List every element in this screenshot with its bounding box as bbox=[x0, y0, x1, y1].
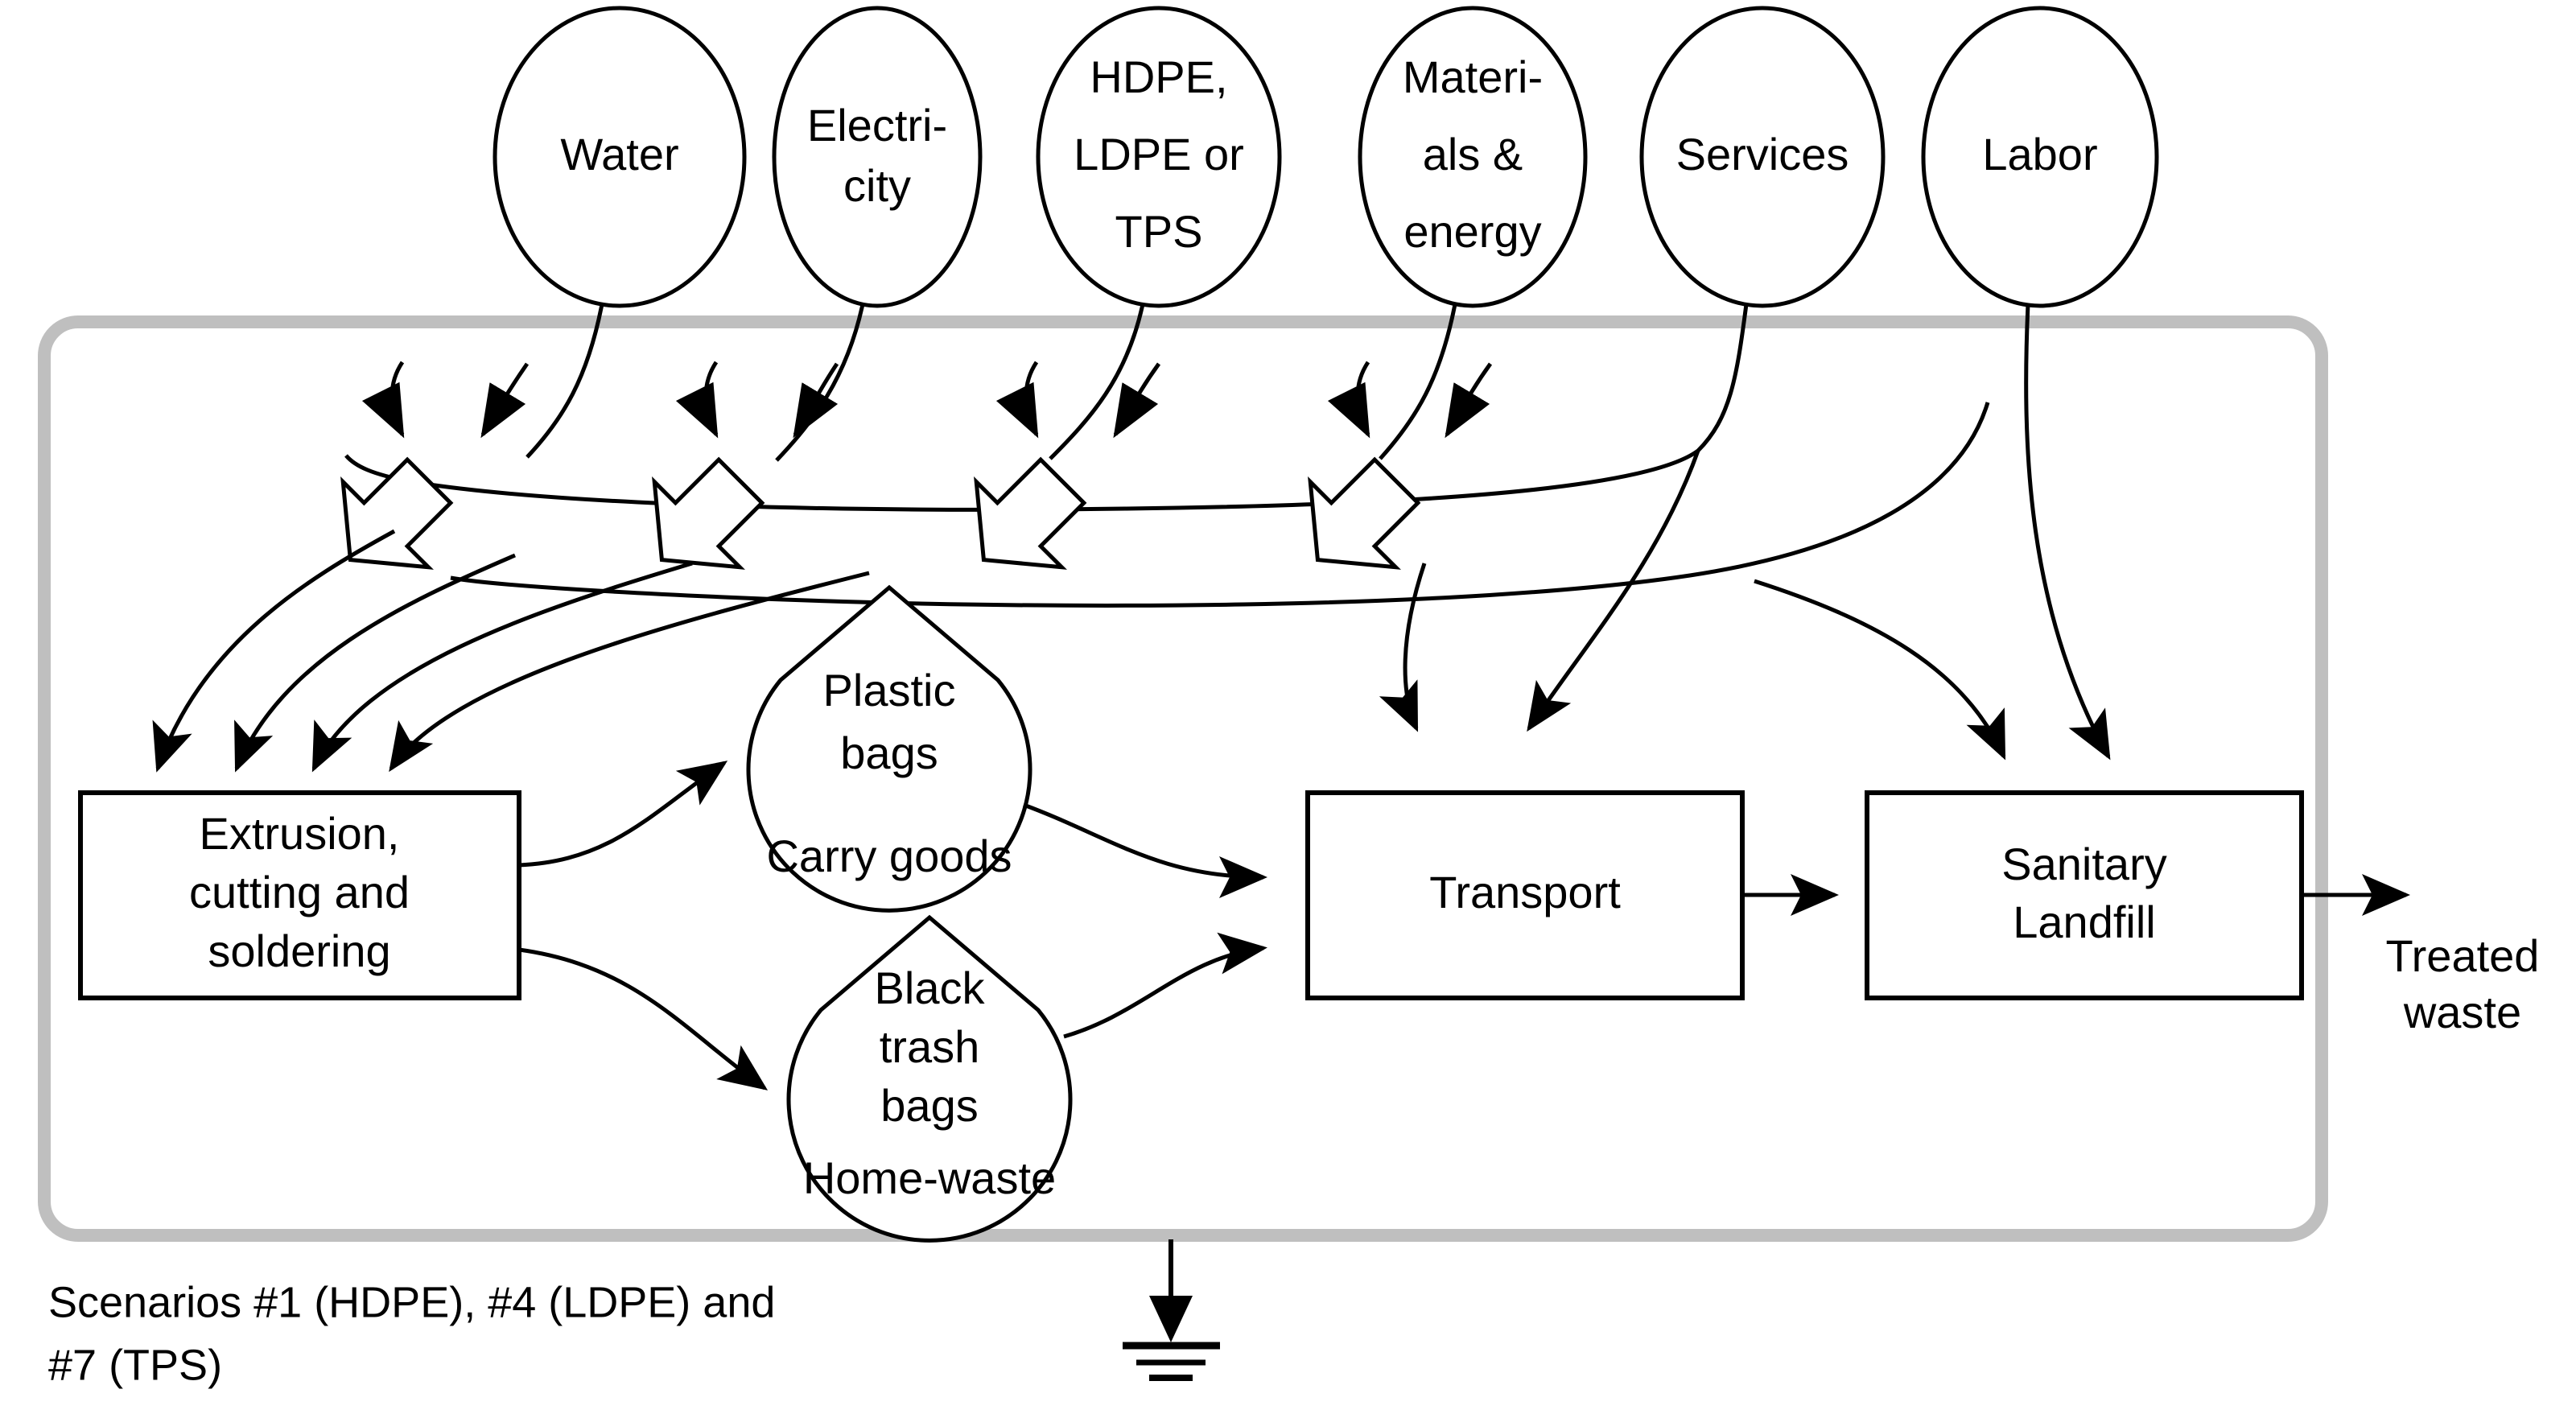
feedline-polymer bbox=[1049, 303, 1145, 460]
product-label-trash-bags-line3: bags bbox=[880, 1080, 978, 1131]
process-label-extrusion-line2: cutting and bbox=[189, 867, 410, 917]
block-arrow-3 bbox=[974, 456, 1087, 570]
product-label-plastic-bags-line1: Plastic bbox=[823, 665, 956, 715]
product-label-plastic-bags-line2: bags bbox=[840, 728, 938, 778]
process-box-transport[interactable]: Transport bbox=[1305, 790, 1745, 1000]
input-node-services[interactable]: Services bbox=[1639, 6, 1886, 308]
process-label-extrusion-line1: Extrusion, bbox=[200, 808, 400, 859]
product-node-plastic-bags[interactable]: Plastic bags Carry goods bbox=[746, 584, 1032, 913]
output-label-treated-waste-line2: waste bbox=[2403, 987, 2521, 1037]
chevron1-arrow-right bbox=[480, 362, 530, 439]
input-label-water: Water bbox=[560, 129, 678, 179]
block-arrow-1 bbox=[340, 456, 454, 570]
input-node-water[interactable]: Water bbox=[493, 6, 747, 308]
input-node-labor[interactable]: Labor bbox=[1921, 6, 2159, 308]
product-function-carry-goods: Carry goods bbox=[766, 831, 1012, 881]
input-node-electricity[interactable]: Electri- city bbox=[772, 6, 983, 308]
arrow-into-extrusion-4 bbox=[389, 571, 870, 773]
input-label-polymer-line1: HDPE, bbox=[1090, 52, 1227, 102]
feedline-materials bbox=[1379, 303, 1457, 460]
flow-trash-bags-to-transport bbox=[1063, 932, 1267, 1039]
input-node-polymer[interactable]: HDPE, LDPE or TPS bbox=[1036, 6, 1282, 308]
system-boundary bbox=[38, 315, 2328, 1242]
route-services-transport bbox=[1527, 450, 1700, 732]
rail-lower bbox=[450, 402, 1990, 608]
scenario-caption: Scenarios #1 (HDPE), #4 (LDPE) and #7 (T… bbox=[48, 1278, 775, 1389]
input-label-materials-line2: als & bbox=[1423, 129, 1523, 179]
chevron3-arrow-left bbox=[995, 361, 1039, 439]
product-label-trash-bags-line1: Black bbox=[875, 963, 986, 1013]
input-label-polymer-line2: LDPE or bbox=[1074, 129, 1244, 179]
caption-line-2: #7 (TPS) bbox=[48, 1341, 222, 1389]
chevron3-arrow-right bbox=[1113, 362, 1161, 439]
block-arrow-4 bbox=[1308, 456, 1421, 570]
route-services-rail bbox=[344, 303, 1749, 512]
process-box-extrusion[interactable]: Extrusion, cutting and soldering bbox=[78, 790, 521, 1000]
flow-plastic-bags-to-transport bbox=[1023, 802, 1267, 898]
chevron2-arrow-left bbox=[675, 361, 719, 439]
product-function-home-waste: Home-waste bbox=[803, 1152, 1056, 1203]
feedline-water bbox=[526, 303, 604, 459]
input-label-electricity-line1: Electri- bbox=[807, 100, 947, 150]
chevron1-arrow-left bbox=[361, 361, 405, 439]
input-label-services: Services bbox=[1676, 129, 1849, 179]
product-node-trash-bags[interactable]: Black trash bags Home-waste bbox=[786, 914, 1073, 1243]
process-box-landfill[interactable]: Sanitary Landfill bbox=[1865, 790, 2304, 1000]
chevron4-arrow-left bbox=[1327, 361, 1370, 439]
output-label-treated-waste-line1: Treated bbox=[2386, 930, 2540, 981]
arrow-into-landfill-1 bbox=[1754, 579, 2006, 761]
arrow-into-transport-2 bbox=[1379, 563, 1427, 732]
process-label-landfill-line2: Landfill bbox=[2013, 897, 2155, 947]
product-label-trash-bags-line2: trash bbox=[880, 1021, 980, 1072]
process-label-transport: Transport bbox=[1429, 867, 1621, 917]
route-labor-landfill bbox=[2024, 303, 2111, 761]
input-label-labor: Labor bbox=[1982, 129, 2097, 179]
caption-line-1: Scenarios #1 (HDPE), #4 (LDPE) and bbox=[48, 1278, 775, 1326]
arrow-into-extrusion-1 bbox=[152, 529, 396, 773]
output-node-treated-waste: Treated waste bbox=[2386, 930, 2540, 1037]
input-label-polymer-line3: TPS bbox=[1115, 206, 1203, 257]
block-arrow-2 bbox=[652, 456, 765, 570]
flow-extrusion-to-trash-bags bbox=[518, 947, 769, 1090]
arrow-into-extrusion-3 bbox=[311, 561, 693, 773]
chevron2-arrow-right bbox=[793, 362, 839, 439]
input-label-materials-line1: Materi- bbox=[1403, 52, 1543, 102]
flow-extrusion-to-plastic-bags bbox=[518, 761, 728, 868]
ground-icon bbox=[1123, 1239, 1220, 1381]
process-label-landfill-line1: Sanitary bbox=[2001, 839, 2166, 889]
input-label-materials-line3: energy bbox=[1403, 206, 1541, 257]
chevron4-arrow-right bbox=[1445, 362, 1493, 439]
arrow-into-extrusion-2 bbox=[234, 553, 516, 773]
input-label-electricity-line2: city bbox=[843, 160, 911, 211]
input-node-materials[interactable]: Materi- als & energy bbox=[1358, 6, 1588, 308]
process-label-extrusion-line3: soldering bbox=[208, 926, 390, 976]
